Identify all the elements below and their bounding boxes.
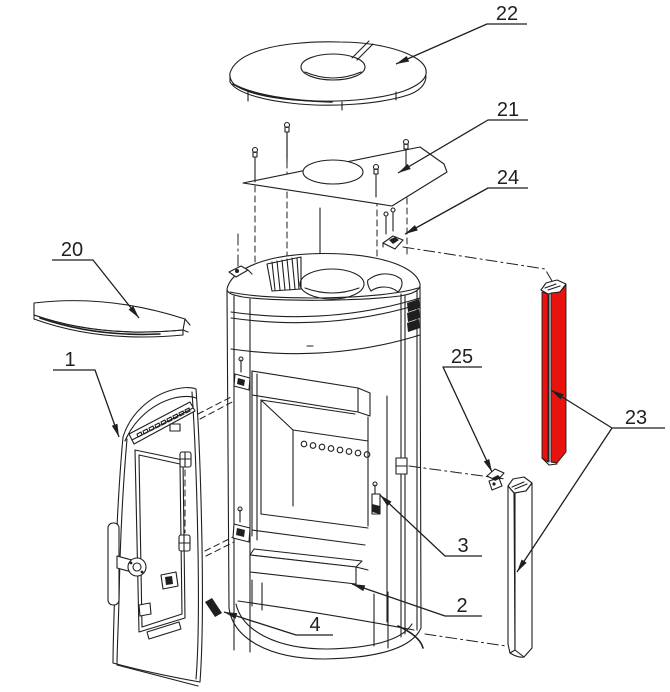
flue-opening [299,268,365,300]
top-slot [367,273,403,293]
door-bottom-vent [146,621,182,640]
stove-body [226,252,424,660]
screw [251,146,259,183]
callout-22-label: 22 [496,3,518,25]
callout-24: 24 [404,167,528,235]
callout-25-label: 25 [451,346,473,368]
callout-21: 21 [397,99,528,174]
side-vent-slots [407,299,420,332]
callout-3: 3 [379,494,482,557]
callout-25: 25 [442,346,493,473]
side-shelf [33,300,191,338]
screw [283,121,291,159]
callout-4: 4 [223,611,333,636]
panel-catch [395,457,408,475]
lower-bracket [486,468,505,491]
base-block [205,598,222,617]
rim-latch [228,265,253,278]
top-plate [229,40,427,111]
hinge-bracket-lower [232,506,251,543]
screw [372,163,380,198]
hinge-bracket-upper [233,356,251,391]
callout-1: 1 [53,349,120,438]
callout-3-label: 3 [457,535,468,557]
screw [383,211,389,235]
callout-23: 23 [516,389,665,573]
side-panel-red [540,279,567,466]
ash-lip [249,548,369,585]
air-holes [300,440,371,458]
top-vent-grill [266,256,302,292]
adapter-plate [242,121,448,207]
callouts: 22 21 24 20 1 25 23 3 [52,3,665,636]
door-latch [371,481,381,515]
door-latch-keeper [138,571,179,617]
callout-24-label: 24 [497,167,519,189]
base [235,579,424,650]
callout-20: 20 [52,239,140,319]
door-handle [107,522,147,606]
callout-23-label: 23 [625,407,647,429]
callout-20-label: 20 [61,239,83,261]
door-assembly [107,387,203,687]
callout-21-label: 21 [497,99,519,121]
door-hinge-upper [179,451,192,468]
door-hinge-lower [178,534,191,552]
callout-1-label: 1 [64,349,75,371]
firebox-frame [251,370,388,623]
door-vent-strip [128,401,196,445]
callout-2-label: 2 [456,595,467,617]
screw [390,207,396,232]
callout-4-label: 4 [309,614,320,636]
callout-22: 22 [395,3,527,65]
callout-2: 2 [351,583,482,617]
upper-bracket [382,207,404,250]
screw [402,138,410,167]
